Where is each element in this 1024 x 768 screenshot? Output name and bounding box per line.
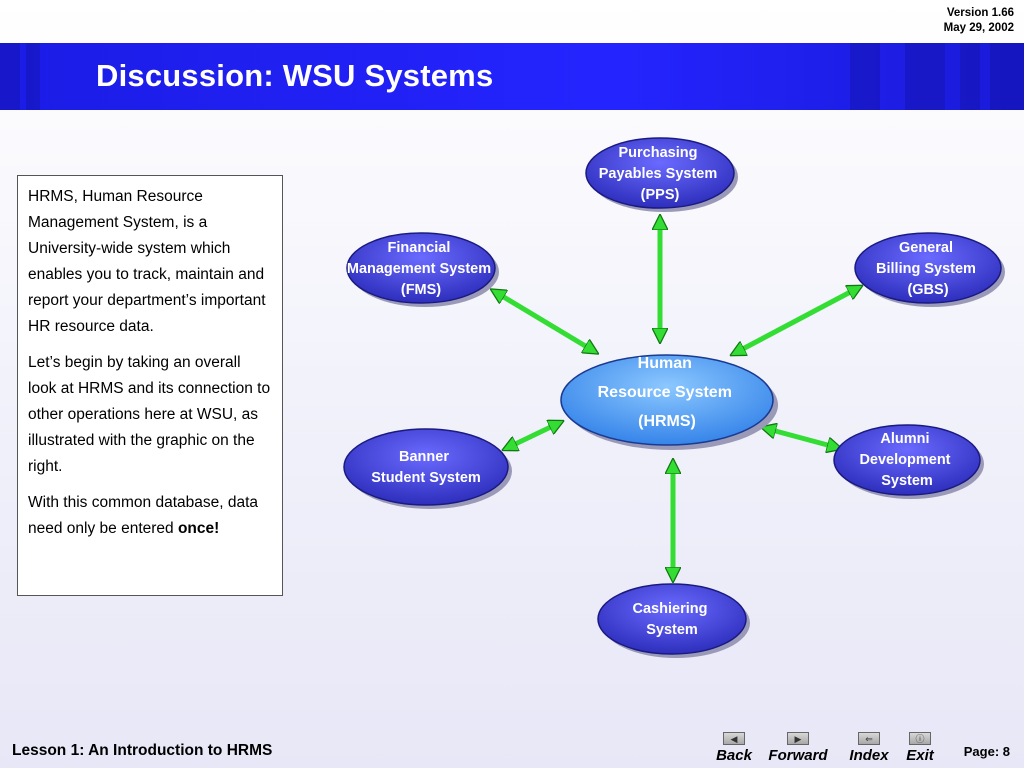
- arrow-alumni-hrms: [768, 429, 835, 447]
- node-pps-line3: (PPS): [641, 187, 680, 203]
- node-pps: Purchasing Payables System (PPS): [585, 137, 738, 212]
- node-cashiering-line2: System: [646, 622, 698, 638]
- svg-text:General Billing System: General Billing System (GBS): [876, 240, 980, 298]
- forward-icon[interactable]: ▶: [787, 732, 809, 745]
- page-title: Discussion: WSU Systems: [96, 58, 494, 93]
- index-icon[interactable]: ⇐: [858, 732, 880, 745]
- lesson-title: Lesson 1: An Introduction to HRMS: [12, 742, 273, 759]
- paragraph-2: Let’s begin by taking an overall look at…: [28, 354, 271, 475]
- version-date: May 29, 2002: [943, 22, 1014, 34]
- exit-label[interactable]: Exit: [906, 747, 934, 764]
- arrow-fms-hrms: [497, 293, 592, 350]
- node-hrms-line3: (HRMS): [638, 413, 696, 430]
- title-banner: [0, 43, 1024, 110]
- node-cashiering: Cashiering System: [597, 583, 750, 658]
- node-gbs: General Billing System (GBS): [854, 232, 1005, 307]
- svg-text:Banner Student System: Banner Student System: [371, 449, 481, 486]
- paragraph-3-text: With this common database, data need onl…: [28, 494, 259, 537]
- svg-text:Alumni Development: Alumni Development System: [859, 431, 954, 489]
- back-button[interactable]: ◀ Back: [712, 732, 756, 764]
- arrow-banner-hrms: [509, 424, 557, 447]
- node-alumni-line2: Development: [859, 452, 950, 468]
- connector-arrows: [497, 222, 856, 575]
- node-fms-line2: Management System: [347, 261, 491, 277]
- paragraph-3-emphasis: once!: [177, 520, 220, 537]
- node-gbs-line3: (GBS): [907, 282, 948, 298]
- svg-text:Financial Management Sys: Financial Management System (FMS): [347, 240, 495, 298]
- node-alumni: Alumni Development System: [833, 424, 984, 499]
- node-hrms: Human Resource System (HRMS): [560, 354, 778, 450]
- forward-button[interactable]: ▶ Forward: [762, 732, 834, 764]
- version-number: Version 1.66: [946, 7, 1014, 19]
- node-alumni-line1: Alumni: [880, 431, 929, 447]
- node-banner-line2: Student System: [371, 470, 481, 486]
- exit-button[interactable]: ⓘ Exit: [900, 732, 940, 764]
- node-pps-line1: Purchasing: [619, 145, 698, 161]
- node-fms: Financial Management System (FMS): [346, 232, 499, 307]
- back-icon[interactable]: ◀: [723, 732, 745, 745]
- svg-text:Cashiering System: Cashiering System: [633, 601, 712, 638]
- node-banner-line1: Banner: [399, 449, 449, 465]
- node-fms-line1: Financial: [388, 240, 451, 256]
- paragraph-1: HRMS, Human Resource Management System, …: [28, 188, 266, 335]
- index-label[interactable]: Index: [849, 747, 889, 764]
- node-hrms-line1: Human: [638, 355, 692, 372]
- node-alumni-line3: System: [881, 473, 933, 489]
- arrow-gbs-hrms: [737, 289, 856, 352]
- forward-label[interactable]: Forward: [768, 747, 828, 764]
- version-info: Version 1.66 May 29, 2002: [944, 6, 1014, 36]
- node-fms-line3: (FMS): [401, 282, 441, 298]
- description-box: HRMS, Human Resource Management System, …: [17, 175, 283, 596]
- exit-icon[interactable]: ⓘ: [909, 732, 931, 745]
- node-banner: Banner Student System: [343, 428, 512, 509]
- node-pps-line2: Payables System: [599, 166, 718, 182]
- paragraph-3: With this common database, data need onl…: [28, 490, 272, 542]
- index-button[interactable]: ⇐ Index: [844, 732, 894, 764]
- node-gbs-line2: Billing System: [876, 261, 976, 277]
- page-number: Page: 8: [963, 744, 1010, 759]
- node-cashiering-line1: Cashiering: [633, 601, 708, 617]
- back-label[interactable]: Back: [716, 747, 752, 764]
- node-gbs-line1: General: [899, 240, 953, 256]
- svg-text:Human Resource System: Human Resource System (HRMS): [598, 355, 737, 430]
- svg-text:Purchasing Payables Syst: Purchasing Payables System (PPS): [599, 145, 722, 203]
- node-hrms-line2: Resource System: [598, 384, 732, 401]
